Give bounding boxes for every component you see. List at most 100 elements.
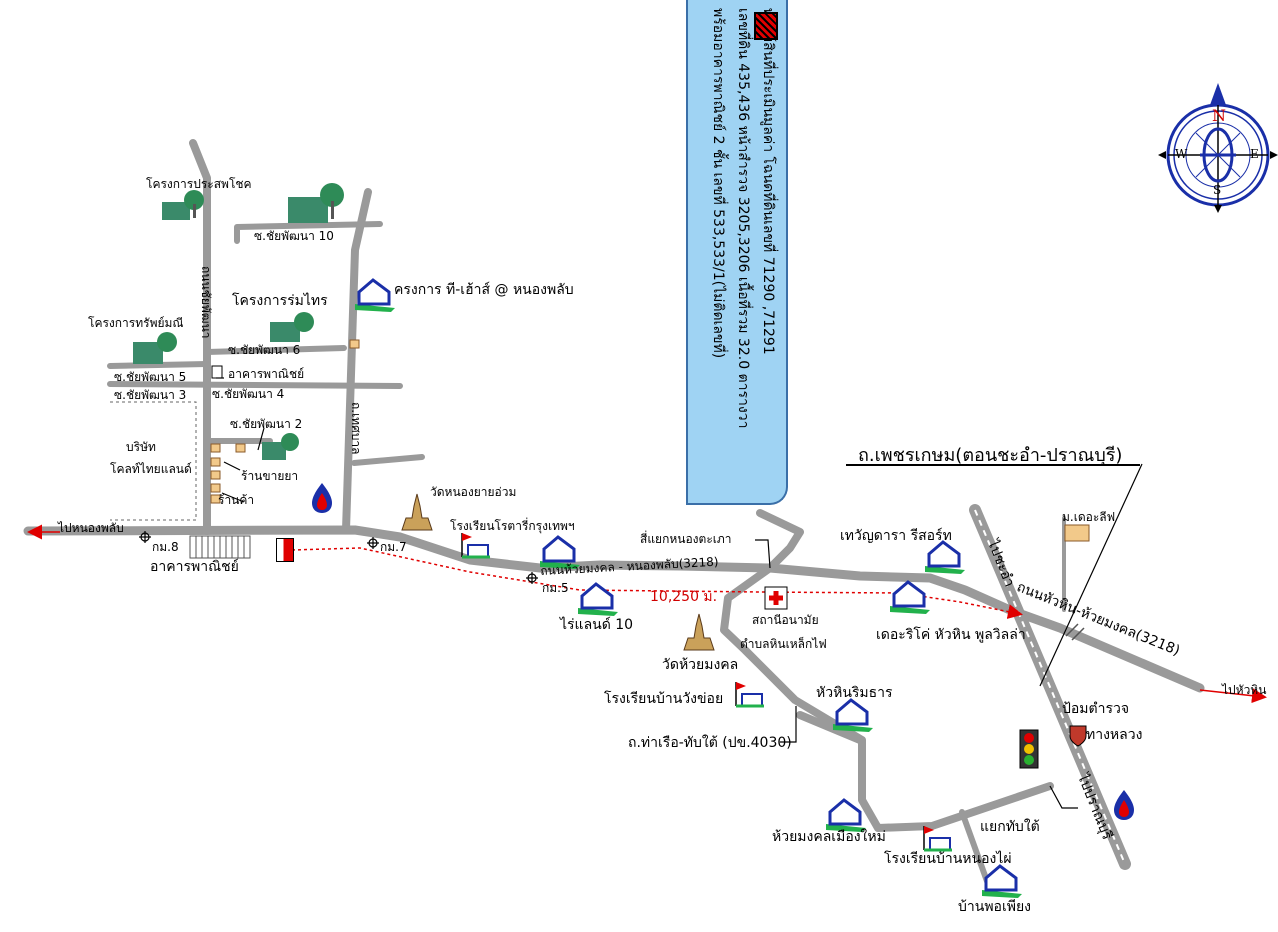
label-thetsaban: ถ.เทศบาล bbox=[349, 402, 363, 455]
highway-shield-icon bbox=[1069, 725, 1087, 747]
road-thetsaban bbox=[342, 188, 372, 534]
label-thanon-chai: ถนนชัยพัฒนา bbox=[199, 266, 213, 339]
label-m-de-leaf: ม.เดอะลีฟ bbox=[1062, 510, 1116, 524]
tree-building-icon bbox=[133, 332, 177, 364]
house-icon bbox=[355, 278, 395, 312]
label-to-nongplub: ไปหนองพลับ bbox=[58, 521, 124, 535]
commercial-block bbox=[189, 535, 251, 559]
house-icon bbox=[890, 580, 930, 614]
label-health2: ตำบลหินเหล็กไฟ bbox=[740, 637, 827, 651]
road-3218-main bbox=[23, 525, 1205, 693]
house-icon bbox=[578, 582, 618, 616]
label-police: ป้อมตำรวจ bbox=[1062, 701, 1130, 717]
road-soi6 bbox=[204, 345, 347, 355]
house-icon bbox=[540, 535, 580, 569]
label-health1: สถานีอนามัย bbox=[752, 613, 819, 627]
label-soi5: ซ.ชัยพัฒนา 5 bbox=[114, 370, 187, 384]
label-yaek-tab: แยกทับใต้ bbox=[980, 819, 1040, 835]
label-pharmacy: ร้านขายยา bbox=[241, 469, 299, 483]
label-company1: บริษัท bbox=[126, 440, 156, 454]
compass-w: W bbox=[1175, 147, 1188, 161]
label-soi3: ซ.ชัยพัฒนา 3 bbox=[114, 388, 187, 402]
label-highway-dept: ทางหลวง bbox=[1086, 727, 1143, 743]
house-icon bbox=[982, 864, 1022, 898]
rail-crossing-mark bbox=[1065, 623, 1085, 641]
school-icon bbox=[461, 533, 490, 559]
label-to-huahin: ไปหัวหิน bbox=[1222, 683, 1267, 697]
property-info-line: เลขที่ดิน 435,436 หน้าสำรวจ 3205,3206 เน… bbox=[735, 8, 751, 429]
gas-station-icon bbox=[1114, 790, 1134, 820]
label-sapmanee: โครงการทรัพย์มณี bbox=[88, 316, 184, 330]
compass-n: N bbox=[1212, 106, 1226, 125]
label-km5: กม.5 bbox=[542, 581, 569, 595]
house-icons bbox=[355, 278, 1022, 898]
temple-icon bbox=[401, 493, 433, 531]
hatched-symbol bbox=[211, 365, 223, 379]
roads bbox=[23, 139, 1205, 887]
label-shop: ร้านค้า bbox=[218, 493, 255, 507]
label-intersection: สี่แยกหนองตะเภา bbox=[640, 532, 732, 546]
road-soi10 bbox=[234, 221, 383, 244]
label-huahin-rim: หัวหินริมธาร bbox=[816, 685, 893, 701]
label-school-wang: โรงเรียนบ้านวังข่อย bbox=[604, 691, 724, 707]
temple-icons bbox=[401, 493, 715, 651]
compass-s: S bbox=[1213, 183, 1222, 197]
road-tharua-branch bbox=[796, 711, 864, 744]
highway-centerline bbox=[974, 509, 1126, 865]
compass-rose bbox=[1158, 83, 1278, 213]
road-soi5 bbox=[107, 361, 210, 369]
label-soi10: ซ.ชัยพัฒนา 10 bbox=[254, 229, 334, 243]
property-info-panel bbox=[686, 0, 788, 505]
shop-icons bbox=[210, 339, 1090, 542]
traffic-light-icon bbox=[1019, 729, 1039, 769]
label-t-house: ครงการ ที-เฮ้าส์ @ หนองพลับ bbox=[394, 282, 574, 298]
label-thewan: เทวัญดารา รีสอร์ท bbox=[840, 528, 952, 544]
road-thetsaban-branch bbox=[351, 454, 425, 466]
highway-title-underline bbox=[846, 464, 1140, 466]
label-school-nong: โรงเรียนบ้านหนองไผ่ bbox=[884, 851, 1012, 867]
road-south-branch bbox=[959, 809, 991, 887]
property-legend-symbol bbox=[754, 12, 778, 40]
house-icon bbox=[833, 698, 873, 732]
compass-e: E bbox=[1250, 147, 1259, 161]
label-wat-huai: วัดห้วยมงคล bbox=[662, 657, 739, 673]
arrow-to-huahin bbox=[1199, 688, 1267, 704]
school-icon bbox=[923, 826, 952, 852]
house-icon bbox=[826, 798, 866, 832]
label-distance: 10,250 ม. bbox=[650, 589, 718, 605]
label-huai-new: ห้วยมงคลเมืองใหม่ bbox=[772, 829, 886, 845]
property-info-line: ทรัพย์สินที่ประเมินมูลค่า โฉนดที่ดินเลขท… bbox=[760, 8, 776, 355]
km5-marker bbox=[526, 572, 538, 584]
route-line bbox=[291, 547, 1023, 620]
tree-building-icons bbox=[133, 183, 344, 460]
label-akarn1: อาคารพาณิชย์ bbox=[228, 367, 305, 381]
tree-building-icon bbox=[288, 183, 344, 223]
label-soi2: ซ.ชัยพัฒนา 2 bbox=[230, 417, 303, 431]
tree-building-icon bbox=[270, 312, 314, 342]
gas-station-icons bbox=[312, 483, 1134, 820]
house-icon bbox=[925, 540, 965, 574]
label-km8: กม.8 bbox=[152, 540, 179, 554]
label-prasop: โครงการประสพโชค bbox=[146, 177, 252, 191]
label-wat-nong: วัดหนองยายอ่วม bbox=[430, 485, 517, 499]
tree-building-icon bbox=[262, 433, 299, 460]
road-north-intersection bbox=[720, 509, 1054, 832]
label-rai-land: ไร่แลนด์ 10 bbox=[560, 617, 634, 633]
hospital-icon bbox=[764, 586, 788, 610]
label-akarn-main: อาคารพาณิชย์ bbox=[150, 559, 239, 575]
property-location-marker bbox=[276, 538, 294, 562]
label-the-rico: เดอะริโค่ หัวหิน พูลวิลล่า bbox=[876, 627, 1026, 643]
company-boundary bbox=[110, 401, 197, 521]
label-rommai: โครงการร่มไทร bbox=[232, 293, 328, 309]
tree-building-icon bbox=[162, 190, 204, 220]
km8-marker bbox=[139, 531, 151, 543]
highway-title: ถ.เพชรเกษม(ตอนชะอำ-ปราณบุรี) bbox=[858, 445, 1123, 466]
road-chaiyapattana bbox=[189, 139, 211, 535]
label-soi6: ซ.ชัยพัฒนา 6 bbox=[228, 343, 301, 357]
school-icons bbox=[461, 533, 952, 852]
property-info-text: ทรัพย์สินที่ประเมินมูลค่า โฉนดที่ดินเลขท… bbox=[705, 8, 780, 498]
label-soi4: ซ.ชัยพัฒนา 4 bbox=[212, 387, 285, 401]
km-markers bbox=[139, 531, 538, 584]
gas-station-icon bbox=[312, 483, 332, 513]
